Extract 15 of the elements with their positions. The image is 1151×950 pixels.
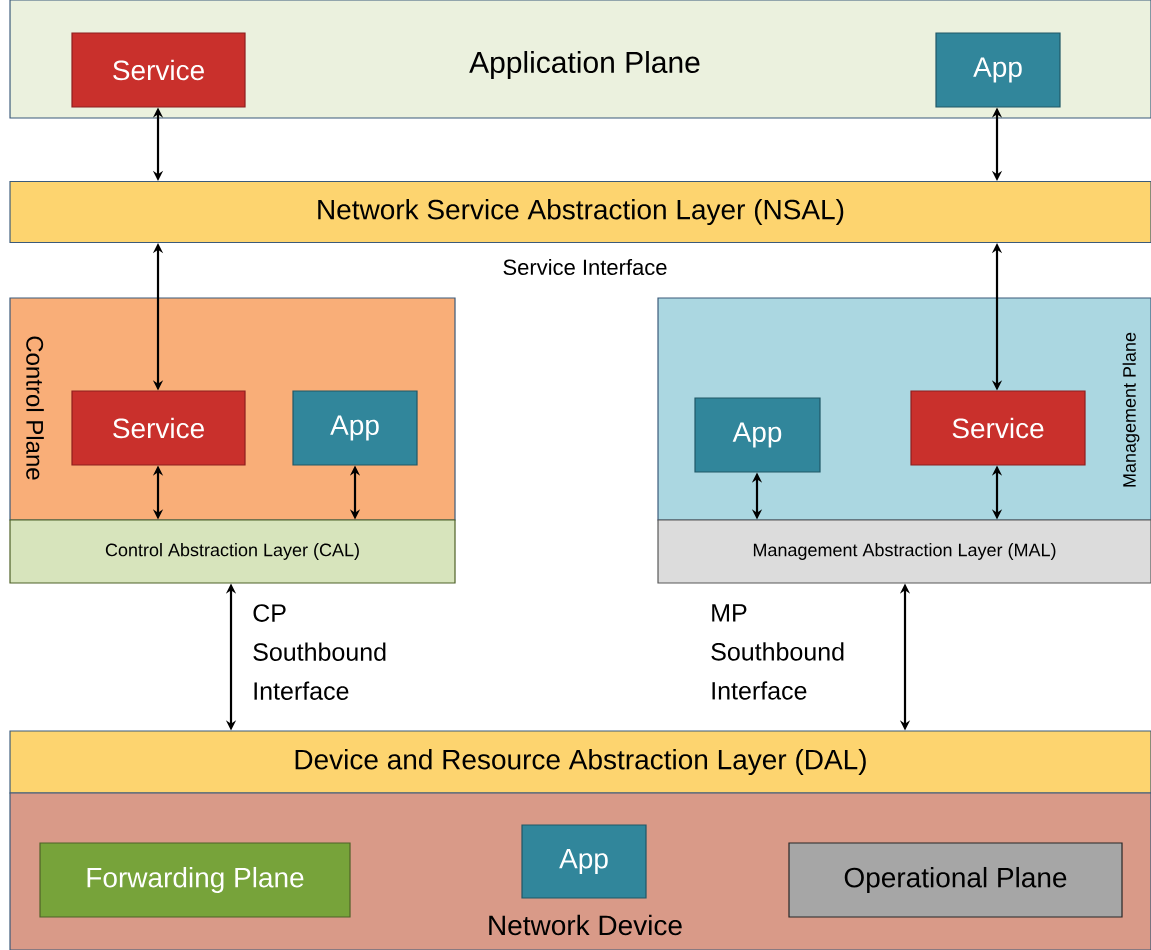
- layer-band: Network Service Abstraction Layer (NSAL): [9, 180, 1151, 244]
- app-box: App: [694, 397, 821, 473]
- edge-label: MP Southbound Interface: [711, 604, 844, 700]
- layer-band: Management Abstraction Layer (MAL): [657, 519, 1151, 584]
- layer-band: Control Abstraction Layer (CAL): [9, 519, 456, 584]
- service-box: Service: [71, 32, 246, 108]
- edge-label: CP Southbound Interface: [253, 604, 386, 700]
- app-box: App: [935, 32, 1061, 108]
- service-box: Service: [71, 390, 246, 466]
- layer-band: Device and Resource Abstraction Layer (DAL): [9, 730, 1151, 794]
- app-box: App: [521, 824, 647, 899]
- plane-box: Forwarding Plane: [39, 842, 351, 918]
- plane-box: Operational Plane: [788, 842, 1123, 918]
- service-box: Service: [910, 390, 1086, 466]
- app-box: App: [292, 390, 418, 466]
